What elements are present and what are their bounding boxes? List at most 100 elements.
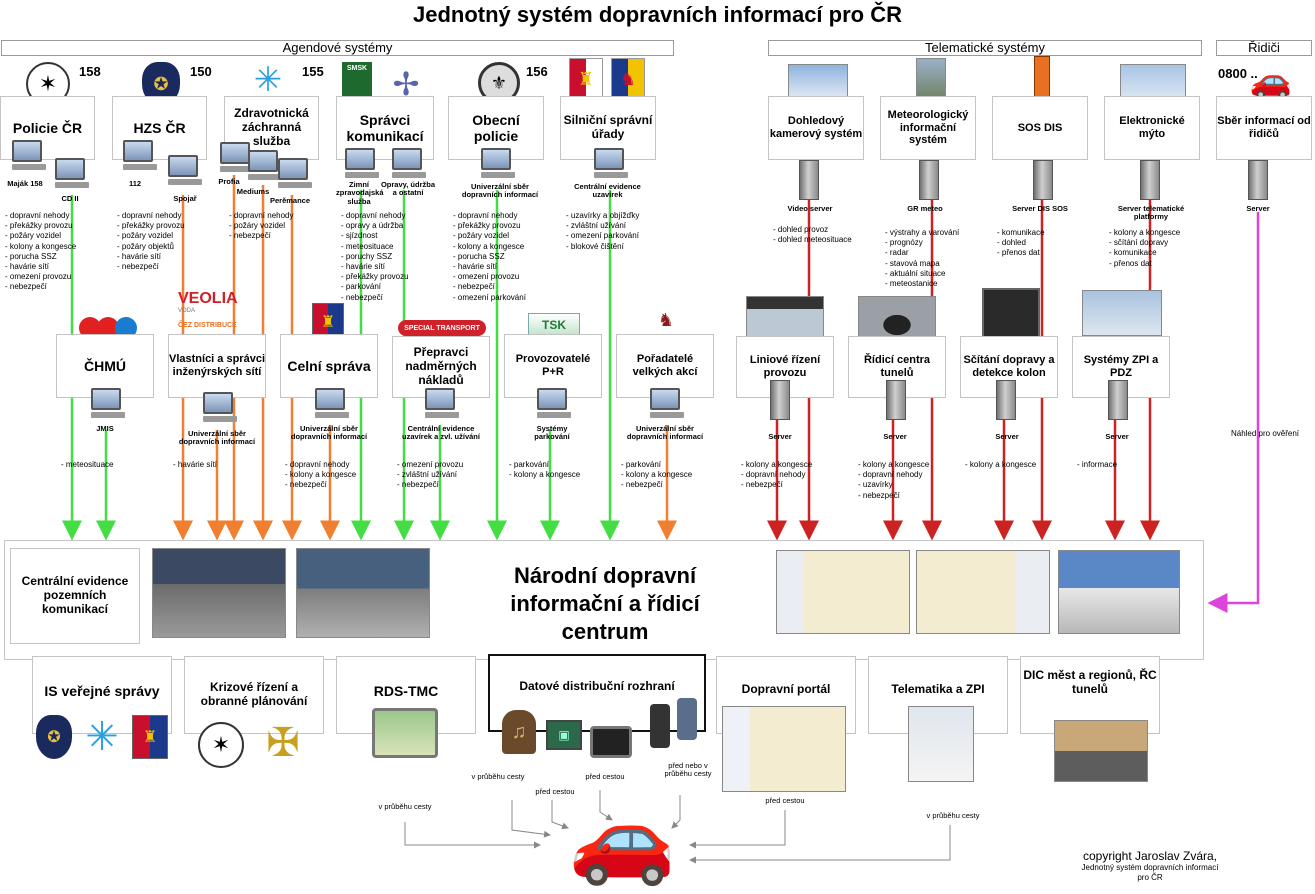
- number-0800: 0800 ..: [1218, 66, 1258, 81]
- list-silnicni-urady: - uzavírky a objížďky- zvláštní užívání-…: [566, 211, 640, 251]
- box-celni: Celní správa: [280, 334, 378, 398]
- map-screenshot: [776, 550, 910, 634]
- control-room-photo: [152, 548, 286, 638]
- note-dist-3: před cestou: [585, 772, 625, 781]
- mobile-phone-icon: [650, 704, 670, 748]
- driver-car-icon: 🚗: [568, 790, 676, 887]
- preview-note: Náhled pro ověření: [1230, 429, 1300, 438]
- pc-icon: [594, 148, 628, 178]
- central-title: Národní dopravní informační a řídicí cen…: [510, 563, 700, 644]
- pc-label: Univerzální sběr dopravních informací: [461, 182, 539, 200]
- computer-icon: ▣: [546, 720, 582, 750]
- box-poradatele: Pořadatelé velkých akcí: [616, 334, 714, 398]
- pc-label: JMIS: [96, 424, 114, 433]
- pc-label: Zimní zpravodajská služba: [336, 180, 384, 206]
- special-transport-logo: SPECIAL TRANSPORT: [398, 320, 486, 336]
- gantry-sign-photo-icon: [746, 296, 824, 338]
- list-zzs: - dopravní nehody- požáry vozidel- nebez…: [229, 211, 294, 241]
- pc-label: CD II: [61, 194, 79, 203]
- mobile-phone-icon: [677, 698, 697, 740]
- list-scitani: - kolony a kongesce: [965, 460, 1037, 469]
- number-156: 156: [526, 64, 548, 79]
- control-room-photo: [296, 548, 430, 638]
- server-icon: [770, 380, 790, 420]
- group-telematicke: Telematické systémy: [768, 40, 1202, 56]
- pc-label: Maják 158: [7, 179, 43, 188]
- tunnel-photo-icon: [858, 296, 936, 338]
- pc-icon: [537, 388, 571, 418]
- box-centralni-evidence: Centrální evidence pozemních komunikací: [10, 548, 140, 644]
- server-label: Server: [995, 432, 1019, 441]
- pc-label: Univerzální sběr dopravních informací: [178, 429, 256, 447]
- box-spravci: Správci komunikací: [336, 96, 434, 160]
- pc-label: Profia: [218, 177, 240, 186]
- note-portal: před cestou: [765, 796, 805, 805]
- pc-label: Centrální evidence uzavírek: [574, 182, 641, 200]
- box-prepravci: Přepravci nadměrných nákladů: [392, 336, 490, 398]
- pc-icon: [315, 388, 349, 418]
- server-label: Server: [883, 432, 907, 441]
- cez-logo: ČEZ DISTRIBUCE: [178, 322, 237, 329]
- chmu-logo: [75, 308, 141, 348]
- list-spravci: - dopravní nehody- opravy a údržba- sjíz…: [341, 211, 409, 302]
- note-dist-2: před cestou: [535, 787, 575, 796]
- box-kamerovy: Dohledový kamerový systém: [768, 96, 864, 160]
- star-of-life-icon: ✳: [85, 715, 119, 759]
- portal-screenshot: [722, 706, 846, 792]
- note-dist-1: v průběhu cesty: [471, 772, 525, 781]
- server-label: GR meteo: [907, 204, 943, 213]
- server-label: Server telematické platformy: [1117, 204, 1185, 222]
- pc-icon: [650, 388, 684, 418]
- star-of-life-icon: ✳: [253, 61, 283, 99]
- pc-label: Mediums: [236, 187, 270, 196]
- pc-icon: [278, 158, 312, 188]
- box-ridici: Sběr informací od řidičů: [1216, 96, 1312, 160]
- gps-navigation-icon: [372, 708, 438, 758]
- pc-icon: [123, 140, 157, 170]
- list-celni: - dopravní nehody- kolony a kongesce- ne…: [285, 460, 357, 490]
- list-kamerovy: - dohled provoz- dohled meteosituace: [773, 225, 852, 245]
- pc-label: Perěmance: [269, 196, 311, 205]
- pc-icon: [12, 140, 46, 170]
- hzs-logo-icon: ✪: [36, 715, 72, 759]
- server-icon: [1033, 160, 1053, 200]
- server-label: Server: [1246, 204, 1270, 213]
- coat-of-arms-icon: ♜: [569, 58, 603, 100]
- traffic-count-sign-icon: [982, 288, 1040, 338]
- map-screenshot: [916, 550, 1050, 634]
- group-agendove: Agendové systémy: [1, 40, 674, 56]
- list-sos-dis: - komunikace- dohled- přenos dat: [997, 228, 1045, 258]
- pc-icon: [203, 392, 237, 422]
- pc-icon: [248, 150, 282, 180]
- police-logo-icon: ✶: [198, 722, 244, 768]
- number-158: 158: [79, 64, 101, 79]
- box-sos-dis: SOS DIS: [992, 96, 1088, 160]
- list-hzs: - dopravní nehody- překážky provozu- pož…: [117, 211, 185, 272]
- server-icon: [1248, 160, 1268, 200]
- radio-icon: ♫: [502, 710, 536, 754]
- list-prepravci: - omezení provozu- zvláštní užívání- neb…: [397, 460, 464, 490]
- server-icon: [996, 380, 1016, 420]
- box-krizove-rizeni: Krizové řízení a obranné plánování: [184, 656, 324, 734]
- number-150: 150: [190, 64, 212, 79]
- number-155: 155: [302, 64, 324, 79]
- pc-label: 112: [128, 179, 142, 188]
- list-policie: - dopravní nehody- překážky provozu- pož…: [5, 211, 77, 292]
- veolia-logo: VEOLIA VODA: [178, 290, 238, 314]
- list-myto: - kolony a kongesce- sčítání dopravy- ko…: [1109, 228, 1181, 268]
- server-icon: [799, 160, 819, 200]
- box-zpi: Systémy ZPI a PDZ: [1072, 336, 1170, 398]
- zpi-sign-photo-icon: [1082, 290, 1162, 336]
- group-ridici: Řidiči: [1216, 40, 1312, 56]
- page-title: Jednotný systém dopravních informací pro…: [413, 2, 902, 27]
- list-liniove: - kolony a kongesce- dopravní nehody- ne…: [741, 460, 813, 490]
- box-meteo: Meteorologický informační systém: [880, 96, 976, 160]
- tv-icon: [590, 726, 632, 758]
- list-poradatele: - parkování- kolony a kongesce- nebezpeč…: [621, 460, 693, 490]
- building-photo: [1058, 550, 1180, 634]
- dispatch-room-photo: [1054, 720, 1148, 782]
- pc-icon: [481, 148, 515, 178]
- server-label: Server: [1105, 432, 1129, 441]
- list-site: - havárie sítí: [173, 460, 218, 469]
- pc-label: Opravy, údržba a ostatní: [380, 180, 436, 198]
